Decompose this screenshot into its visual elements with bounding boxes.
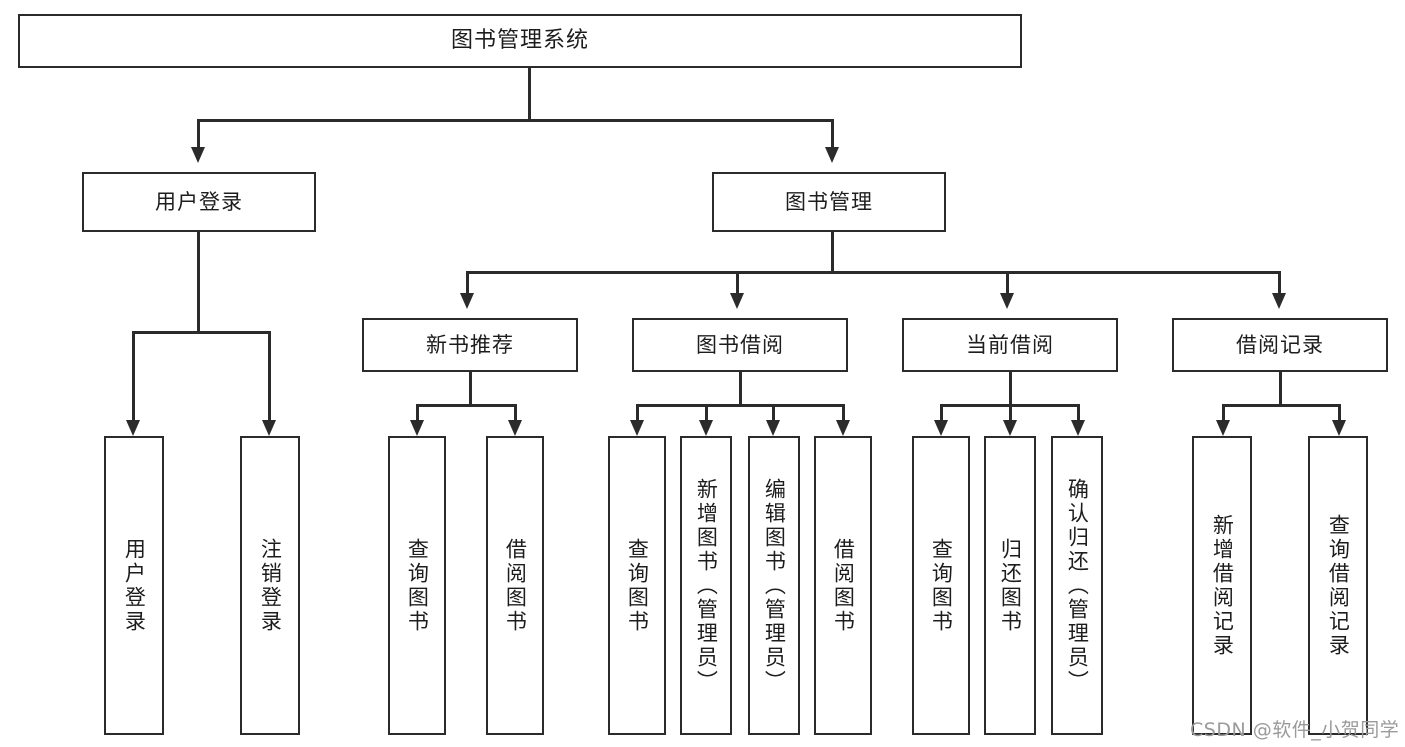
edge-root-to-book-management [831, 119, 834, 147]
node-label: 用户登录 [155, 189, 243, 214]
leaf-logout[interactable]: 注销登录 [240, 436, 300, 735]
node-label: 图书借阅 [696, 332, 784, 357]
leaf-return-book[interactable]: 归还图书 [984, 436, 1036, 735]
arrowhead-br-leaf-2 [1332, 420, 1346, 436]
node-label: 查询图书 [625, 537, 650, 634]
arrowhead-bm-book-borrow [730, 293, 744, 309]
arrowhead-bb-leaf-2 [699, 420, 713, 436]
edge-nb-to-leaf-2 [514, 404, 517, 420]
node-label: 当前借阅 [966, 332, 1054, 357]
node-label: 新书推荐 [426, 332, 514, 357]
node-label: 新增图书（管理员） [694, 477, 719, 694]
arrowhead-bm-borrow-record [1272, 293, 1286, 309]
node-label: 借阅图书 [503, 537, 528, 634]
edge-borrow-record-stem [1279, 372, 1282, 406]
leaf-query-book-current[interactable]: 查询图书 [912, 436, 970, 735]
node-label: 注销登录 [258, 537, 283, 634]
edge-root-bus [197, 119, 834, 122]
edge-bm-to-borrow-record [1278, 271, 1281, 293]
edge-book-management-stem [831, 232, 834, 273]
node-new-book-recommend[interactable]: 新书推荐 [362, 318, 578, 372]
arrowhead-br-leaf-1 [1216, 420, 1230, 436]
edge-bb-to-leaf-2 [705, 404, 708, 420]
node-label: 查询图书 [929, 537, 954, 634]
node-label: 确认归还（管理员） [1065, 477, 1090, 694]
arrowhead-bb-leaf-3 [766, 420, 780, 436]
edge-br-to-leaf-2 [1338, 404, 1341, 420]
leaf-add-borrow-record[interactable]: 新增借阅记录 [1192, 436, 1252, 735]
edge-bb-to-leaf-4 [842, 404, 845, 420]
node-book-management[interactable]: 图书管理 [712, 172, 946, 232]
arrowhead-bm-new-book [460, 293, 474, 309]
edge-cb-to-leaf-2 [1009, 404, 1012, 420]
node-label: 图书管理系统 [450, 28, 589, 54]
node-label: 编辑图书（管理员） [762, 477, 787, 694]
node-borrow-record[interactable]: 借阅记录 [1172, 318, 1388, 372]
edge-cb-to-leaf-1 [940, 404, 943, 420]
edge-bm-to-book-borrow [736, 271, 739, 293]
node-label: 归还图书 [998, 537, 1023, 634]
node-label: 图书管理 [785, 189, 873, 214]
node-label: 新增借阅记录 [1210, 513, 1235, 658]
arrowhead-cb-leaf-3 [1071, 420, 1085, 436]
arrowhead-bm-current-borrow [1000, 293, 1014, 309]
arrowhead-user-login-leaf-1 [126, 420, 140, 436]
edge-bm-to-new-book [466, 271, 469, 293]
node-user-login[interactable]: 用户登录 [82, 172, 316, 232]
edge-new-book-bus [416, 404, 516, 407]
arrowhead-user-login-leaf-2 [262, 420, 276, 436]
edge-book-management-bus [466, 271, 1280, 274]
edge-root-stem [528, 68, 531, 120]
leaf-edit-book-admin[interactable]: 编辑图书（管理员） [748, 436, 800, 735]
edge-bb-to-leaf-3 [772, 404, 775, 420]
edge-user-login-stem [197, 232, 200, 333]
node-label: 查询图书 [405, 537, 430, 634]
arrowhead-bb-leaf-1 [630, 420, 644, 436]
edge-new-book-stem [469, 372, 472, 406]
edge-user-login-to-leaf-2 [268, 331, 271, 420]
node-current-borrow[interactable]: 当前借阅 [902, 318, 1118, 372]
arrowhead-root-to-book-management [825, 147, 839, 163]
leaf-borrow-book-recommend[interactable]: 借阅图书 [486, 436, 544, 735]
leaf-add-book-admin[interactable]: 新增图书（管理员） [680, 436, 732, 735]
edge-nb-to-leaf-1 [416, 404, 419, 420]
arrowhead-cb-leaf-1 [934, 420, 948, 436]
node-label: 借阅图书 [831, 537, 856, 634]
leaf-query-borrow-record[interactable]: 查询借阅记录 [1308, 436, 1368, 735]
edge-borrow-record-bus [1222, 404, 1340, 407]
leaf-query-book-recommend[interactable]: 查询图书 [388, 436, 446, 735]
edge-book-borrow-bus [636, 404, 844, 407]
node-label: 借阅记录 [1236, 332, 1324, 357]
node-root-book-management-system[interactable]: 图书管理系统 [18, 14, 1022, 68]
edge-root-to-user-login [197, 119, 200, 147]
arrowhead-nb-leaf-2 [508, 420, 522, 436]
node-book-borrow[interactable]: 图书借阅 [632, 318, 848, 372]
arrowhead-nb-leaf-1 [410, 420, 424, 436]
edge-br-to-leaf-1 [1222, 404, 1225, 420]
edge-bb-to-leaf-1 [636, 404, 639, 420]
edge-current-borrow-stem [1009, 372, 1012, 406]
edge-user-login-to-leaf-1 [132, 331, 135, 420]
arrowhead-cb-leaf-2 [1003, 420, 1017, 436]
arrowhead-bb-leaf-4 [836, 420, 850, 436]
edge-book-borrow-stem [739, 372, 742, 406]
edge-user-login-bus [132, 331, 270, 334]
node-label: 查询借阅记录 [1326, 513, 1351, 658]
arrowhead-root-to-user-login [191, 147, 205, 163]
leaf-confirm-return-admin[interactable]: 确认归还（管理员） [1051, 436, 1103, 735]
leaf-user-login[interactable]: 用户登录 [104, 436, 164, 735]
node-label: 用户登录 [122, 537, 147, 634]
edge-bm-to-current-borrow [1006, 271, 1009, 293]
leaf-borrow-book[interactable]: 借阅图书 [814, 436, 872, 735]
edge-cb-to-leaf-3 [1077, 404, 1080, 420]
leaf-query-book-borrow[interactable]: 查询图书 [608, 436, 666, 735]
